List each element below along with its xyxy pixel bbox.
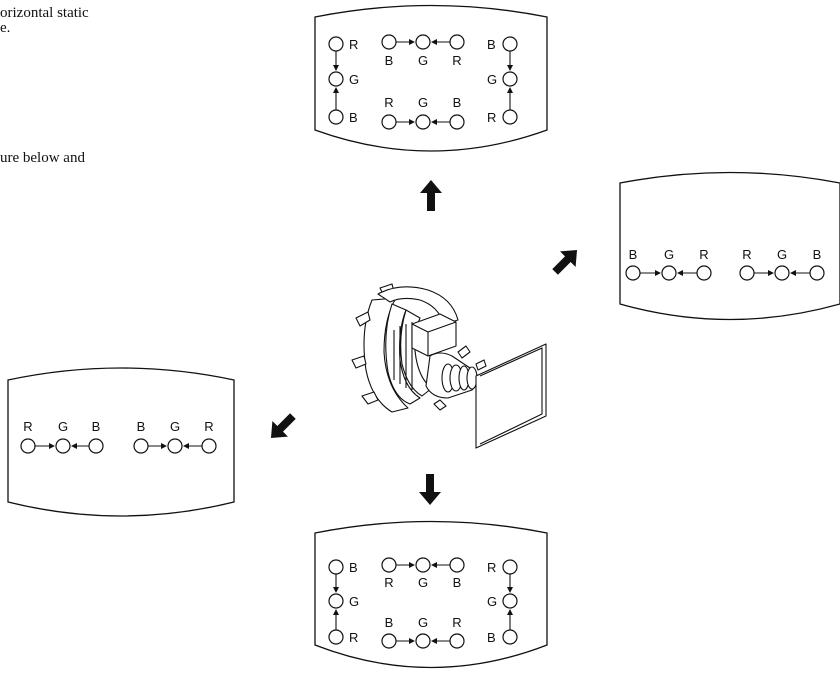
bottom-label-ml: G (349, 594, 359, 609)
bottom-screen-panel: B G R R G B R G B B G R (314, 520, 548, 669)
top-row1-label-3: R (452, 53, 461, 68)
top-label-br: R (487, 110, 496, 125)
top-screen-panel: R G B B G R B G R R G B (314, 4, 548, 152)
bottom-row1-label-1: R (384, 575, 393, 590)
right-g1-label-3: R (699, 247, 708, 262)
bottom-label-tr: R (487, 560, 496, 575)
left-g2-label-3: R (204, 419, 213, 434)
top-row2-label-3: B (453, 95, 462, 110)
top-label-bl: B (349, 110, 358, 125)
bottom-label-br: B (487, 630, 496, 645)
text-fragment-3: ure below and (0, 150, 85, 166)
bottom-label-mr: G (487, 594, 497, 609)
top-label-tl: R (349, 37, 358, 52)
down-left-arrow (270, 413, 296, 439)
right-g1-label-1: B (629, 247, 638, 262)
left-g2-label-1: B (137, 419, 146, 434)
right-g2-label-2: G (777, 247, 787, 262)
top-label-ml: G (349, 72, 359, 87)
bottom-row2-label-1: B (385, 615, 394, 630)
bottom-row2-label-2: G (418, 615, 428, 630)
down-arrow (419, 474, 441, 505)
left-g2-label-2: G (170, 419, 180, 434)
left-g1-label-1: R (23, 419, 32, 434)
top-row1-label-1: B (385, 53, 394, 68)
right-g1-label-2: G (664, 247, 674, 262)
right-screen-panel: B G R R G B (619, 171, 840, 321)
bottom-label-bl: R (349, 630, 358, 645)
bottom-row2-label-3: R (452, 615, 461, 630)
left-g1-label-3: B (92, 419, 101, 434)
top-label-mr: G (487, 72, 497, 87)
text-fragment-2: e. (0, 20, 11, 36)
left-g1-label-2: G (58, 419, 68, 434)
text-fragment-1: orizontal static (0, 5, 89, 21)
right-g2-label-3: B (813, 247, 822, 262)
top-row2-label-1: R (384, 95, 393, 110)
left-screen-panel: R G B B G R (7, 367, 235, 517)
top-row2-label-2: G (418, 95, 428, 110)
top-label-tr: B (487, 37, 496, 52)
up-arrow (420, 180, 442, 211)
crt-yoke-assembly-illustration (351, 283, 547, 449)
up-right-arrow (552, 249, 578, 275)
top-row1-label-2: G (418, 53, 428, 68)
bottom-label-tl: B (349, 560, 358, 575)
bottom-row1-label-3: B (453, 575, 462, 590)
right-g2-label-1: R (742, 247, 751, 262)
bottom-row1-label-2: G (418, 575, 428, 590)
